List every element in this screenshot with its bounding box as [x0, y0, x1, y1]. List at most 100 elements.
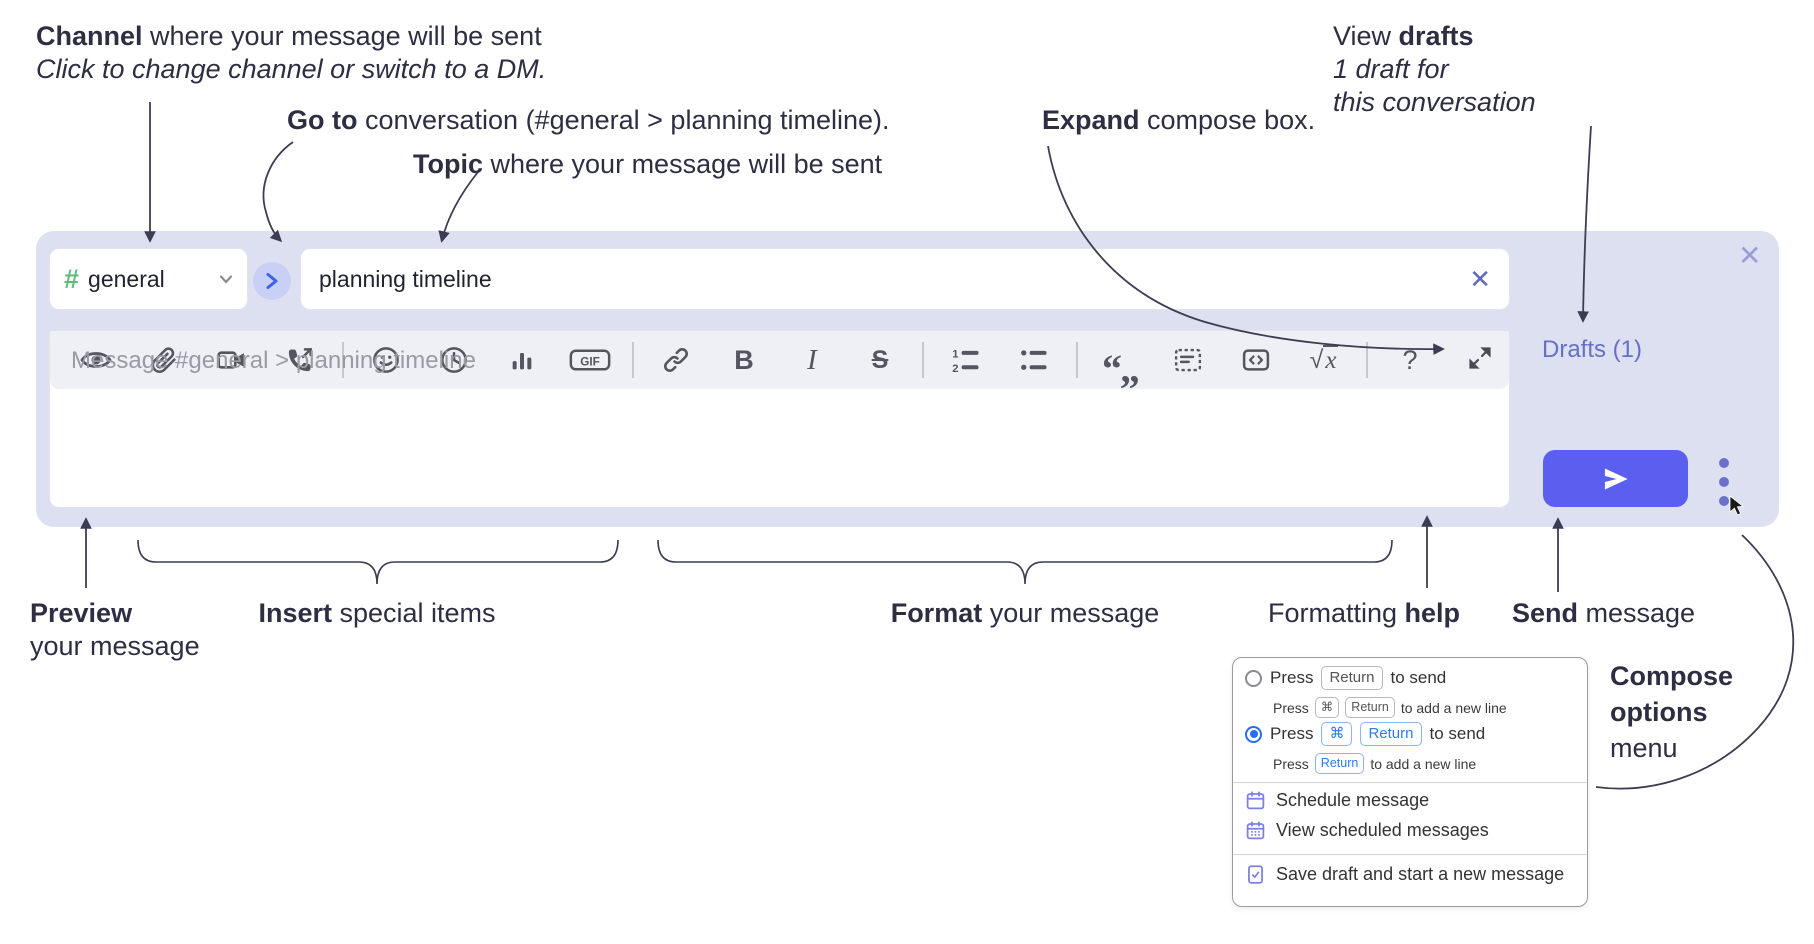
poll-icon[interactable]: [490, 338, 554, 382]
menu-item-label: Save draft and start a new message: [1276, 864, 1565, 884]
formatting-help-icon[interactable]: ?: [1402, 344, 1418, 375]
annotation-preview: Preview: [30, 597, 132, 630]
dot: [1719, 496, 1729, 506]
toolbar-divider: [922, 342, 924, 378]
clear-topic-icon[interactable]: ✕: [1469, 264, 1491, 294]
italic-icon[interactable]: I: [807, 343, 817, 376]
audio-call-icon[interactable]: [268, 338, 332, 382]
gif-icon[interactable]: GIF: [558, 338, 622, 382]
menu-item-save-draft[interactable]: Save draft and start a new message: [1245, 864, 1564, 885]
radio-unselected-icon[interactable]: [1245, 669, 1262, 687]
annotation-expand: Expand compose box.: [1042, 104, 1315, 137]
annotation-insert-bold: Insert: [258, 598, 332, 628]
menu-option-return-sub: Press ⌘ Return to add a new line: [1273, 697, 1507, 718]
annotation-expand-bold: Expand: [1042, 105, 1140, 135]
time-icon[interactable]: [422, 338, 486, 382]
message-input-container: Message #general > planning timeline: [49, 330, 1510, 508]
svg-text:GIF: GIF: [580, 355, 600, 368]
annotation-help: Formatting help: [1268, 597, 1460, 630]
topic-input[interactable]: planning timeline ✕: [300, 248, 1510, 310]
close-compose-icon[interactable]: ✕: [1738, 240, 1762, 271]
chevron-right-icon: [266, 273, 278, 289]
annotation-view-drafts: View drafts: [1333, 20, 1474, 53]
video-call-icon[interactable]: [200, 338, 264, 382]
bold-icon[interactable]: B: [734, 344, 754, 375]
annotation-insert: Insert special items: [258, 597, 495, 630]
key-return: Return: [1314, 753, 1365, 774]
annotation-help-pre: Formatting: [1267, 598, 1405, 628]
key-return: Return: [1360, 722, 1422, 746]
press-label: Press: [1270, 724, 1314, 743]
go-to-conversation-button[interactable]: [253, 262, 291, 300]
key-cmd: ⌘: [1314, 697, 1340, 718]
key-return: Return: [1321, 666, 1383, 690]
drafts-link[interactable]: Drafts (1): [1542, 336, 1643, 363]
channel-hash-icon: #: [64, 263, 80, 294]
annotation-channel-sub: Click to change channel or switch to a D…: [36, 54, 547, 84]
quote-icon[interactable]: “„: [1102, 346, 1140, 391]
to-send-label: to send: [1429, 724, 1486, 743]
toolbar-divider: [1366, 342, 1368, 378]
newline-label: to add a new line: [1400, 699, 1507, 716]
annotation-goto: Go to conversation (#general > planning …: [287, 104, 890, 137]
emoji-icon[interactable]: [354, 338, 418, 382]
attach-file-icon[interactable]: [132, 338, 196, 382]
compose-options-button[interactable]: [1712, 458, 1736, 506]
annotation-preview-line2: your message: [30, 631, 200, 661]
annotation-topic: Topic where your message will be sent: [413, 148, 882, 181]
link-icon[interactable]: [644, 338, 708, 382]
mouse-cursor-icon: [1729, 495, 1745, 516]
menu-item-label: View scheduled messages: [1276, 820, 1489, 840]
message-input[interactable]: Message #general > planning timeline: [71, 347, 476, 374]
bullet-list-icon[interactable]: [1002, 338, 1066, 382]
send-plane-icon: [1604, 468, 1628, 489]
menu-option-cmd-return-to-send[interactable]: Press ⌘ Return to send: [1245, 722, 1485, 746]
radio-selected-icon[interactable]: [1245, 725, 1262, 743]
dot: [1719, 458, 1729, 468]
topic-value: planning timeline: [319, 265, 492, 292]
channel-name: general: [88, 265, 165, 292]
draft-check-icon: [1248, 865, 1263, 884]
annotation-preview-bold: Preview: [30, 598, 133, 628]
annotation-goto-bold: Go to: [287, 105, 358, 135]
menu-option-return-to-send[interactable]: Press Return to send: [1245, 666, 1446, 690]
annotation-send: Send message: [1512, 597, 1695, 630]
annotation-format-rest: your message: [982, 598, 1160, 628]
calendar-icon: [1246, 791, 1265, 810]
annotation-topic-bold: Topic: [413, 149, 483, 179]
menu-option-cmd-return-sub: Press Return to add a new line: [1273, 753, 1476, 774]
key-return: Return: [1345, 697, 1395, 718]
menu-item-schedule-message[interactable]: Schedule message: [1245, 790, 1429, 811]
annotation-drafts-line2: 1 draft for: [1333, 54, 1449, 84]
press-label: Press: [1273, 755, 1309, 772]
annotation-compose-line3: menu: [1610, 733, 1678, 763]
annotation-channel-bold: Channel: [36, 21, 143, 51]
sqrt-glyph: √: [1309, 345, 1324, 374]
annotation-topic-rest: where your message will be sent: [483, 149, 883, 179]
annotation-compose-line1: Compose: [1610, 661, 1734, 691]
code-icon[interactable]: [1224, 338, 1288, 382]
channel-selector[interactable]: # general: [49, 248, 248, 310]
toolbar-divider: [1076, 342, 1078, 378]
menu-item-view-scheduled[interactable]: View scheduled messages: [1245, 820, 1489, 841]
svg-text:1: 1: [952, 349, 958, 361]
calendar-grid-icon: [1246, 821, 1265, 840]
preview-icon[interactable]: [64, 338, 128, 382]
press-label: Press: [1273, 699, 1309, 716]
spoiler-icon[interactable]: [1156, 338, 1220, 382]
menu-item-label: Schedule message: [1276, 790, 1430, 810]
math-icon[interactable]: √x: [1292, 338, 1356, 382]
send-button[interactable]: [1543, 450, 1688, 507]
annotation-send-bold: Send: [1512, 598, 1579, 628]
strikethrough-icon[interactable]: S: [871, 345, 889, 374]
annotation-goto-rest: conversation (#general > planning timeli…: [357, 105, 890, 135]
sqrt-x-glyph: x: [1323, 345, 1339, 374]
annotation-expand-rest: compose box.: [1139, 105, 1316, 135]
newline-label: to add a new line: [1370, 755, 1477, 772]
annotation-insert-rest: special items: [331, 598, 496, 628]
expand-compose-icon[interactable]: [1467, 345, 1493, 371]
annotation-help-bold: help: [1404, 598, 1461, 628]
